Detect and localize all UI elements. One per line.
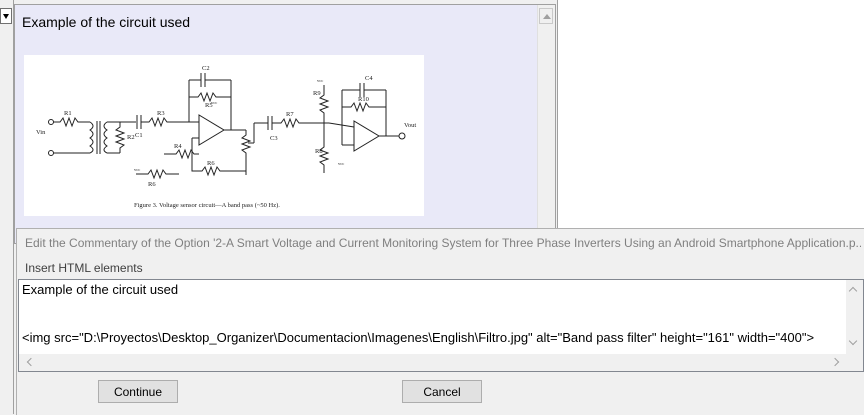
left-panel: [0, 0, 14, 414]
transformer-primary: [89, 121, 94, 154]
circuit-label: C1: [135, 132, 143, 139]
circuit-label: R1: [64, 110, 72, 117]
scroll-down-chevron-icon[interactable]: [849, 338, 859, 348]
scroll-left-chevron-icon[interactable]: [25, 358, 35, 368]
scroll-up-arrow-icon[interactable]: [539, 8, 553, 24]
input-terminal-top: [48, 119, 54, 125]
circuit-caption: Figure 3. Voltage sensor circuit—A band …: [134, 202, 280, 209]
circuit-label: R3: [157, 110, 165, 117]
scroll-up-chevron-icon[interactable]: [849, 286, 859, 296]
editor-horizontal-scrollbar[interactable]: [19, 354, 846, 371]
circuit-label: R2: [127, 134, 135, 141]
resistor-r1: [53, 116, 90, 128]
opamp-2: [353, 120, 380, 152]
resistor-r9: [318, 85, 330, 123]
circuit-label: C2: [202, 65, 210, 72]
background-panel: [557, 0, 864, 228]
circuit-label: R8: [315, 148, 323, 155]
potentiometer: [240, 130, 252, 175]
commentary-preview: Example of the circuit used: [14, 4, 556, 244]
opamp-1: [198, 114, 225, 146]
editor-content[interactable]: Example of the circuit used <img src="D:…: [22, 282, 815, 345]
circuit-label: R10: [358, 96, 369, 103]
circuit-label: Vout: [404, 122, 416, 129]
circuit-label: C3: [270, 135, 278, 142]
dropdown-arrow-icon[interactable]: [0, 8, 12, 24]
circuit-label: R7: [286, 111, 294, 118]
circuit-label: R6: [207, 160, 215, 167]
circuit-label: R5: [205, 102, 213, 109]
edit-commentary-dialog: Edit the Commentary of the Option '2-A S…: [16, 228, 864, 415]
circuit-label: vcc: [317, 78, 323, 83]
preview-scrollbar[interactable]: [537, 5, 555, 243]
resistor-r6: [191, 154, 246, 177]
resistor-r4: [164, 148, 199, 160]
resistor-r8: [318, 123, 330, 173]
resistor-r10: [342, 101, 386, 113]
cancel-button[interactable]: Cancel: [402, 380, 482, 403]
resistor-r3: [141, 116, 189, 128]
commentary-editor[interactable]: Example of the circuit used <img src="D:…: [18, 279, 864, 372]
scroll-right-chevron-icon[interactable]: [832, 358, 842, 368]
resistor-r5: [189, 91, 231, 103]
editor-vertical-scrollbar[interactable]: [846, 280, 863, 354]
dialog-title: Edit the Commentary of the Option '2-A S…: [25, 236, 861, 250]
insert-html-menu[interactable]: Insert HTML elements: [25, 261, 143, 275]
circuit-label: R6: [148, 181, 156, 188]
resistor-r2: [114, 122, 126, 153]
circuit-label: Vin: [36, 129, 46, 136]
resistor-r7: [272, 117, 329, 129]
input-terminal-bottom: [48, 150, 54, 156]
circuit-label: R9: [313, 90, 321, 97]
continue-button[interactable]: Continue: [98, 380, 178, 403]
scrollbar-corner: [846, 354, 863, 371]
circuit-label: vcc: [211, 100, 217, 105]
circuit-label: vcc: [338, 161, 344, 166]
circuit-label: vcc: [134, 167, 140, 172]
output-terminal: [398, 132, 406, 140]
circuit-label: R4: [174, 143, 182, 150]
resistor-r6b: [136, 168, 179, 180]
circuit-label: C4: [365, 75, 373, 82]
preview-heading: Example of the circuit used: [22, 14, 191, 30]
circuit-image: Figure 3. Voltage sensor circuit—A band …: [24, 55, 424, 216]
transformer-secondary: [103, 121, 108, 154]
